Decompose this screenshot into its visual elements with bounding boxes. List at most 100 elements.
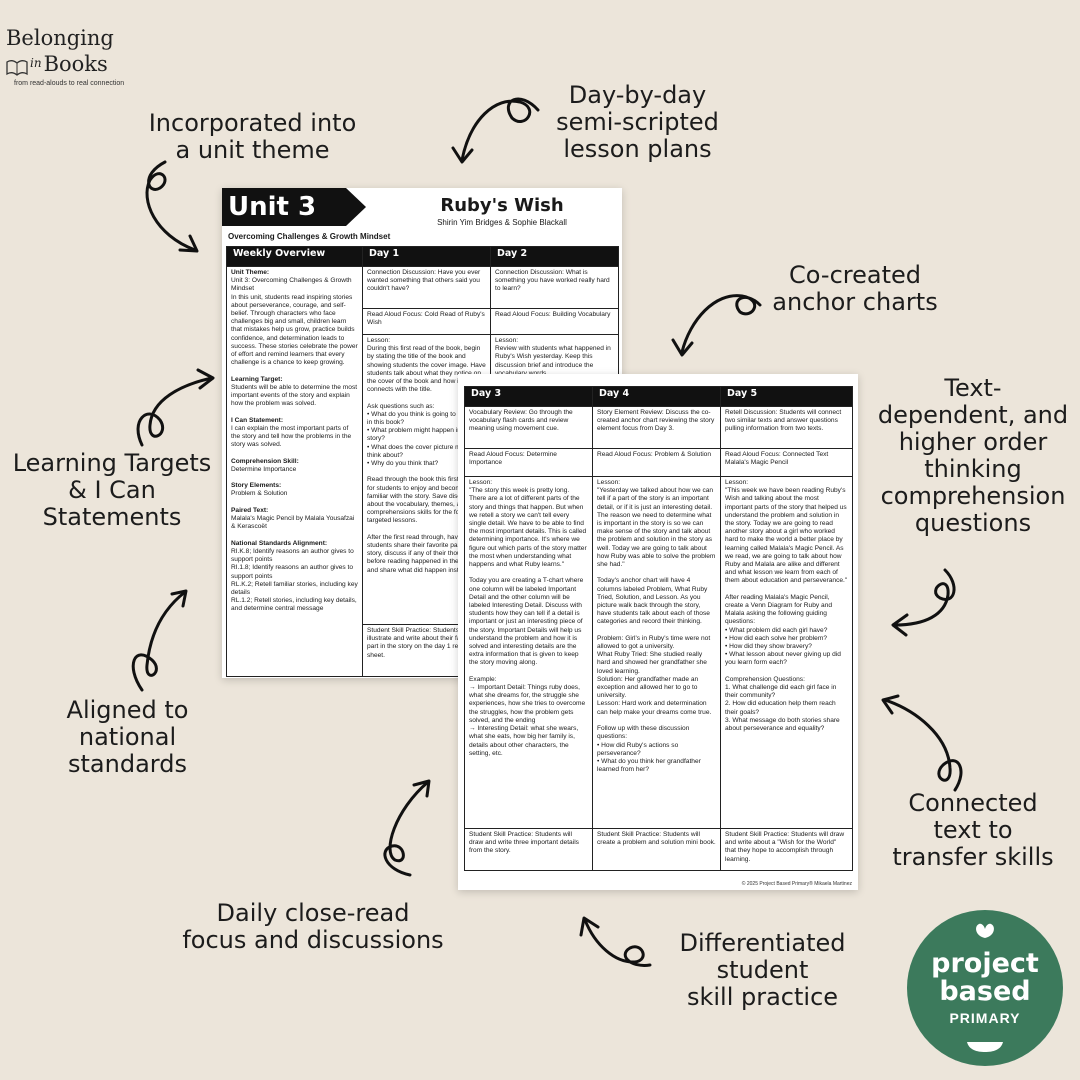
label-lesson-plans-line: semi-scripted [556,108,719,136]
day5-review: Retell Discussion: Students will connect… [720,406,853,449]
cell-text: Read Aloud Focus: Cold Read of Ruby's Wi… [367,311,485,327]
brand-line2: based [939,976,1031,1007]
label-standards-line: standards [68,750,187,778]
label-lesson-plans-line: lesson plans [563,135,712,163]
overview-cell: Unit Theme: Unit 3: Overcoming Challenge… [226,266,363,677]
arrow-standards [131,590,187,692]
project-based-primary-logo: project based PRIMARY [907,910,1063,1066]
cell-text: Student Skill Practice: Students will cr… [597,831,716,847]
day3-lesson: Lesson: "The story this week is pretty l… [464,476,593,829]
open-book-icon [6,60,28,76]
overview-heading: Unit Theme: [231,269,270,276]
label-targets: Learning Targets & I Can Statements [0,450,224,531]
day5-practice: Student Skill Practice: Students will dr… [720,828,853,871]
label-close-read-line: focus and discussions [182,926,444,954]
label-connected-line: transfer skills [892,843,1054,871]
logo-tagline: from read-alouds to real connection [14,80,125,87]
label-connected-line: Connected [908,789,1038,817]
overview-text: I can explain the most important parts o… [231,424,352,449]
cell-text: Read Aloud Focus: Connected Text Malala'… [725,451,829,467]
overview-text: Malala's Magic Pencil by Malala Yousafza… [231,515,355,531]
arrow-targets-head [196,368,215,390]
day5-lesson: Lesson: "This week we have been reading … [720,476,853,829]
cell-text: Student Skill Practice: Students will dr… [725,831,845,863]
arrow-standards-head [170,589,188,608]
arrow-skill-head [579,916,600,937]
header-day-3: Day 3 [464,386,593,407]
belonging-in-books-logo: Belonging in Books from read-alouds to r… [6,26,156,87]
label-unit-theme-line: Incorporated into [148,109,357,137]
brand-line3: PRIMARY [949,1010,1021,1026]
overview-heading: I Can Statement: [231,416,284,424]
label-connected: Connected text to transfer skills [880,790,1066,871]
header-day-4: Day 4 [592,386,721,407]
overview-text: Problem & Solution [231,490,288,498]
overview-text: Determine Importance [231,465,297,473]
cell-text: Read Aloud Focus: Building Vocabulary [495,311,611,318]
header-weekly-overview: Weekly Overview [226,246,363,267]
header-day-1: Day 1 [362,246,491,267]
label-standards-line: national [78,723,177,751]
logo-books: Books [43,52,108,76]
arrow-lesson-plans-head [451,146,474,164]
label-questions-line: Text- [944,374,1002,402]
cell-text: Lesson: Review with students what happen… [495,337,611,377]
book-authors: Shirin Yim Bridges & Sophie Blackall [437,218,567,227]
label-anchor-charts-line: anchor charts [772,288,938,316]
label-anchor-charts-line: Co-created [789,261,921,289]
cell-text: Retell Discussion: Students will connect… [725,409,842,433]
arrow-questions-head [891,613,909,637]
cell-text: Connection Discussion: What is something… [495,269,610,293]
cell-text: Vocabulary Review: Go through the vocabu… [469,409,573,433]
cell-text: Lesson: "This week we have been reading … [725,479,848,733]
unit-theme-heading: Overcoming Challenges & Growth Mindset [228,232,391,241]
arrow-connected-head [881,694,900,715]
arrow-anchor-head [671,338,694,357]
label-standards-line: Aligned to [66,696,189,724]
overview-text: RI.K.8; Identify reasons an author gives… [231,547,358,613]
label-unit-theme: Incorporated into a unit theme [135,110,370,164]
arrow-close-read [383,780,430,877]
day4-review: Story Element Review: Discuss the co-cre… [592,406,721,449]
label-lesson-plans-line: Day-by-day [568,81,707,109]
days-3-5-table: Day 3 Day 4 Day 5 Vocabulary Review: Go … [464,386,853,871]
cell-text: Story Element Review: Discuss the co-cre… [597,409,715,433]
book-title: Ruby's Wish [440,195,564,216]
label-close-read: Daily close-read focus and discussions [165,900,461,954]
label-questions-line: higher order [898,428,1048,456]
label-connected-line: text to [933,816,1013,844]
label-skill-practice-line: skill practice [686,983,839,1011]
label-skill-practice-line: Differentiated [679,929,846,957]
logo-line1: Belonging [6,26,114,50]
overview-heading: Story Elements: [231,482,282,490]
label-standards: Aligned to national standards [40,697,215,778]
overview-heading: Paired Text: [231,506,269,514]
overview-heading: Learning Target: [231,375,283,383]
label-lesson-plans: Day-by-day semi-scripted lesson plans [540,82,735,163]
arrow-questions [893,568,956,627]
arrow-lesson-plans [460,97,540,162]
cell-text: Lesson: "The story this week is pretty l… [469,479,587,757]
leaf-icon [976,923,994,938]
label-targets-line: Learning Targets [12,449,212,477]
arrow-skill [583,918,652,967]
day5-focus: Read Aloud Focus: Connected Text Malala'… [720,448,853,477]
cell-text: Connection Discussion: Have you ever wan… [367,269,481,293]
logo-row2: in Books [6,50,156,76]
day3-practice: Student Skill Practice: Students will dr… [464,828,593,871]
label-anchor-charts: Co-created anchor charts [755,262,955,316]
day1-focus: Read Aloud Focus: Cold Read of Ruby's Wi… [362,308,491,335]
overview-heading: Comprehension Skill: [231,457,299,465]
arrow-unit-theme [145,160,197,252]
label-unit-theme-line: a unit theme [175,136,330,164]
day4-practice: Student Skill Practice: Students will cr… [592,828,721,871]
day4-focus: Read Aloud Focus: Problem & Solution [592,448,721,477]
label-skill-practice: Differentiated student skill practice [665,930,860,1011]
brand-line1: project [931,948,1039,979]
day4-lesson: Lesson: "Yesterday we talked about how w… [592,476,721,829]
label-skill-practice-line: student [716,956,809,984]
overview-text: Students will be able to determine the m… [231,383,358,408]
lesson-plan-page-2: Day 3 Day 4 Day 5 Vocabulary Review: Go … [458,374,858,890]
label-questions: Text- dependent, and higher order thinki… [868,375,1078,537]
arrow-connected [883,698,963,792]
